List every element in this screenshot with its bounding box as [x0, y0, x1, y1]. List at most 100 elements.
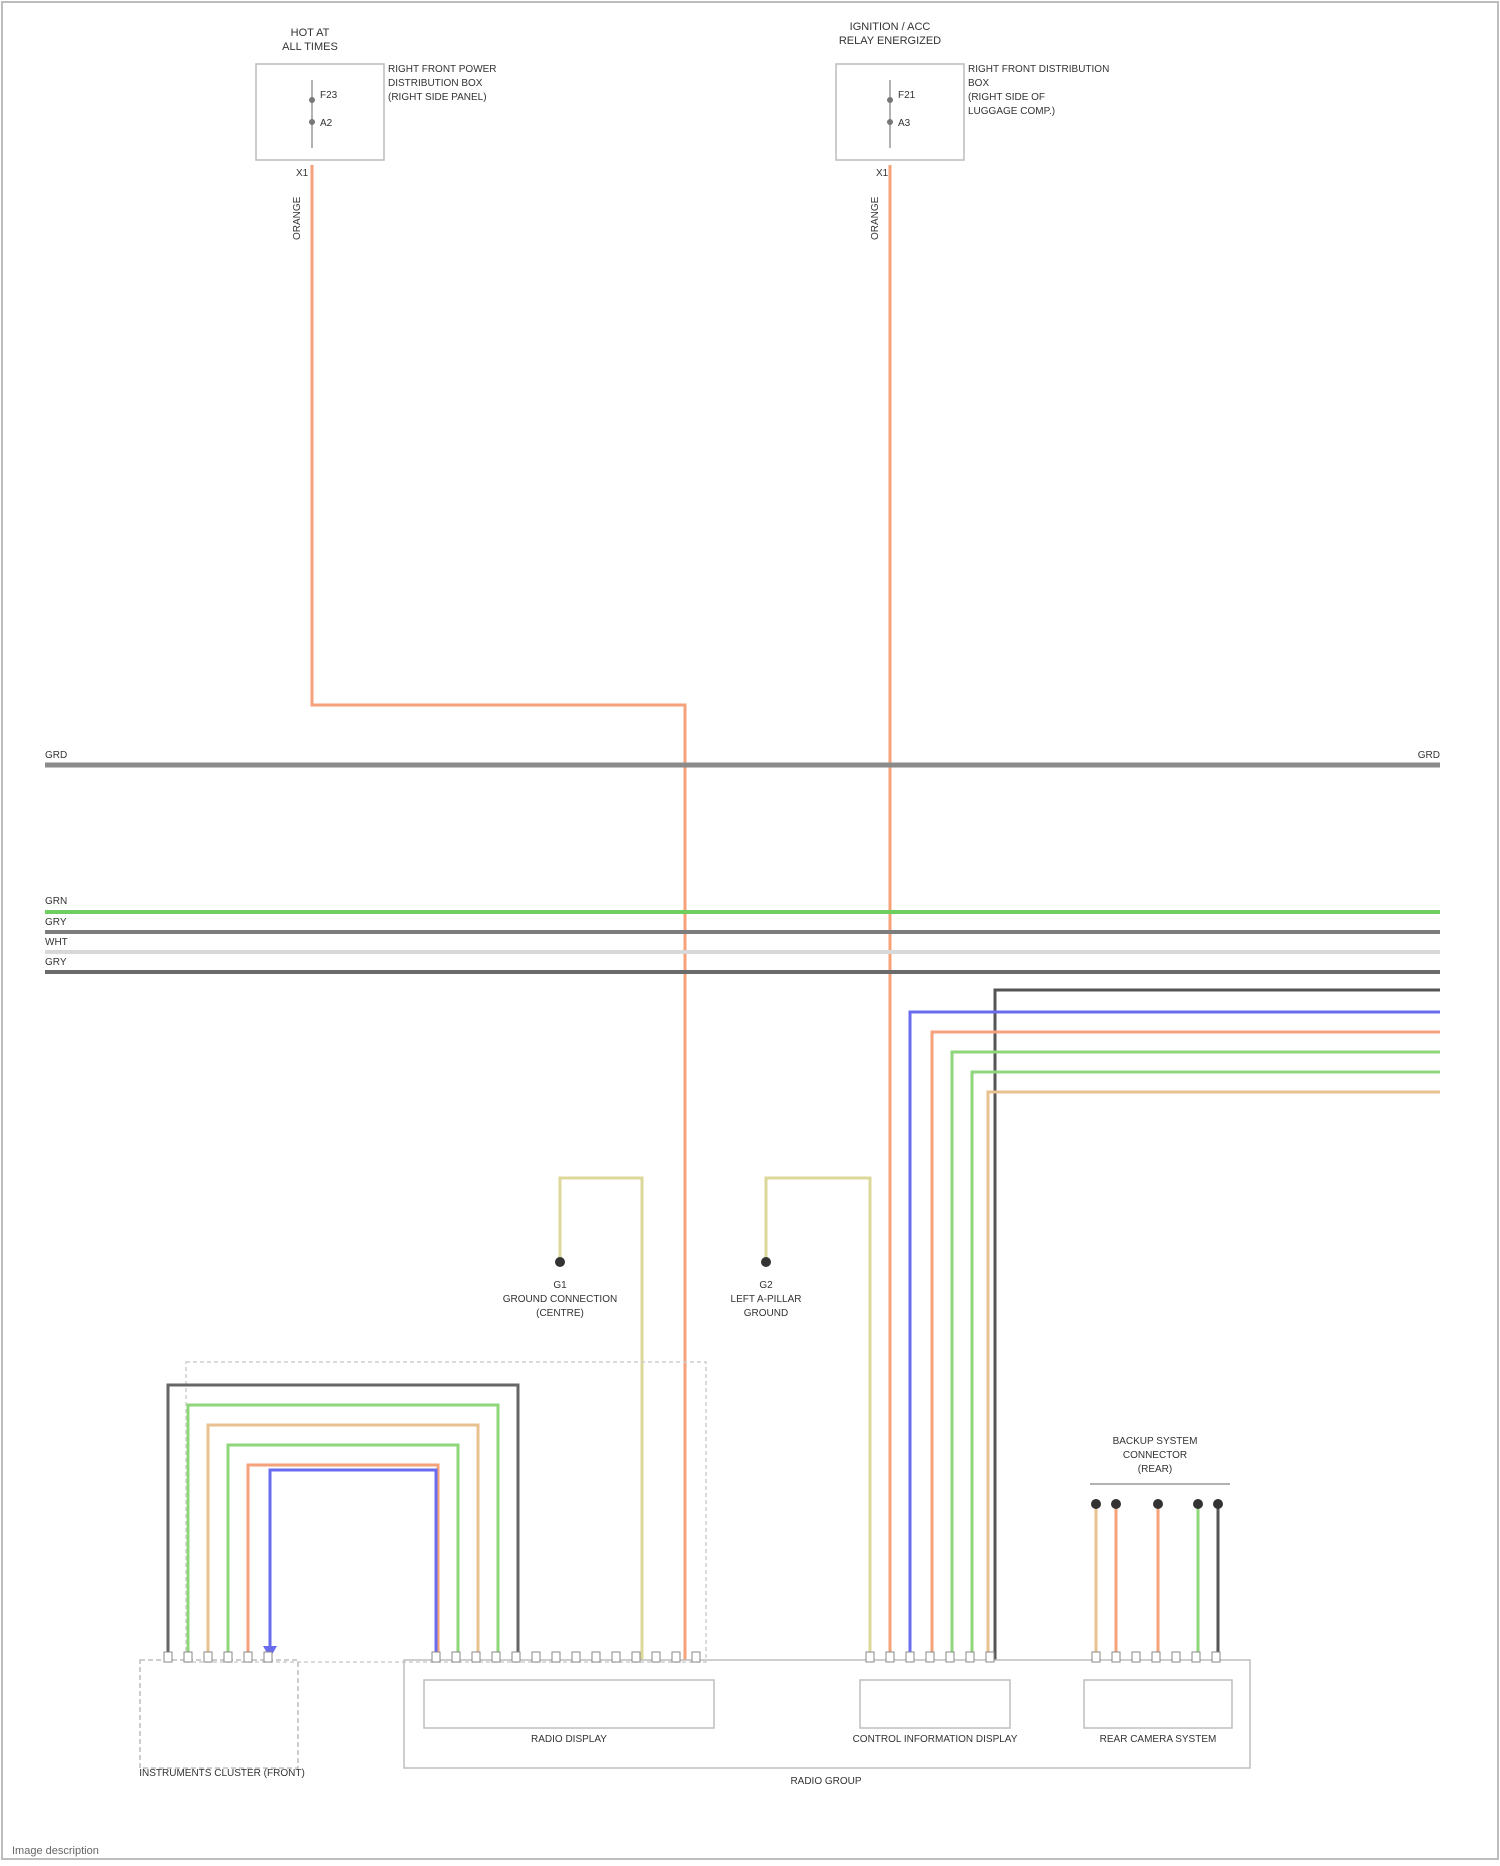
connector-pin	[1132, 1652, 1140, 1662]
bus-label-3: GRY	[45, 917, 67, 928]
instrument-cluster-box	[140, 1660, 298, 1768]
control-display-label: CONTROL INFORMATION DISPLAY	[853, 1734, 1018, 1745]
connector-pin	[866, 1652, 874, 1662]
ground-wire-1	[560, 1178, 642, 1660]
fuse-block-2: IGNITION / ACC RELAY ENERGIZED F21 A3 RI…	[836, 21, 1109, 179]
fuse2-pin-a: X1	[876, 168, 889, 179]
signal-fanout	[910, 990, 1440, 1660]
fuse2-name: RELAY ENERGIZED	[839, 35, 941, 47]
connector-pin	[512, 1652, 520, 1662]
connector-pin	[224, 1652, 232, 1662]
rear-camera-label: REAR CAMERA SYSTEM	[1100, 1734, 1217, 1745]
ground-wire-2	[766, 1178, 870, 1660]
connector-pin	[204, 1652, 212, 1662]
fuse2-fuse-id: F21	[898, 90, 916, 101]
connector-pin	[592, 1652, 600, 1662]
connector-pin	[692, 1652, 700, 1662]
fuse2-desc-4: LUGGAGE COMP.)	[968, 106, 1055, 117]
radio-display-label: RADIO DISPLAY	[531, 1734, 607, 1745]
connector-pin	[1212, 1652, 1220, 1662]
connector-pin	[946, 1652, 954, 1662]
fuse1-top-label: HOT AT	[291, 27, 330, 39]
fuse1-sub-label: ALL TIMES	[282, 41, 338, 53]
radio-display-box	[424, 1680, 714, 1728]
ground-point-2-icon	[761, 1257, 771, 1267]
sensor-group: BACKUP SYSTEM CONNECTOR (REAR)	[1090, 1436, 1230, 1660]
rear-camera-box	[1084, 1680, 1232, 1728]
connector-pin	[886, 1652, 894, 1662]
ground2-desc-1: LEFT A-PILLAR	[731, 1294, 802, 1305]
bottom-components: INSTRUMENTS CLUSTER (FRONT) RADIO GROUP …	[139, 1652, 1250, 1787]
bus-label-2: GRN	[45, 896, 67, 907]
fanout-green-1	[952, 1052, 1440, 1660]
fuse1-pin-b: A2	[320, 118, 333, 129]
fuse2-desc-1: RIGHT FRONT DISTRIBUTION	[968, 64, 1109, 75]
fuse1-box	[256, 64, 384, 160]
bus-label-1: GRD	[45, 750, 67, 761]
wire1-label: ORANGE	[292, 196, 303, 240]
connector-pin	[532, 1652, 540, 1662]
radio-group-label: RADIO GROUP	[790, 1776, 861, 1787]
ground1-name: G1	[553, 1280, 567, 1291]
ground2-desc-2: GROUND	[744, 1308, 788, 1319]
ground1-desc-2: (CENTRE)	[536, 1308, 584, 1319]
sensor-group-label-2: CONNECTOR	[1123, 1450, 1187, 1461]
connector-pin	[612, 1652, 620, 1662]
fuse-block-1: HOT AT ALL TIMES F23 A2 RIGHT FRONT POWE…	[256, 27, 497, 179]
fanout-orange	[932, 1032, 1440, 1660]
bus-label-5: GRY	[45, 957, 67, 968]
bus-label-1-right: GRD	[1418, 750, 1440, 761]
connector-pin	[926, 1652, 934, 1662]
fuse2-pin-b: A3	[898, 118, 911, 129]
footer-caption: Image description	[12, 1845, 99, 1857]
connector-pin	[572, 1652, 580, 1662]
connector-pin	[164, 1652, 172, 1662]
fuse1-terminal-icon	[309, 97, 315, 103]
fuse1-desc-2: DISTRIBUTION BOX	[388, 78, 483, 89]
control-display-box	[860, 1680, 1010, 1728]
ground1-desc-1: GROUND CONNECTION	[503, 1294, 617, 1305]
fanout-tan	[988, 1092, 1440, 1660]
connector-pin	[906, 1652, 914, 1662]
connector-pin	[184, 1652, 192, 1662]
connector-pin	[244, 1652, 252, 1662]
fuse1-desc-3: (RIGHT SIDE PANEL)	[388, 92, 487, 103]
fuse1-fuse-id: F23	[320, 90, 338, 101]
connector-pin	[1152, 1652, 1160, 1662]
sensor-pin-icon	[1091, 1499, 1101, 1509]
connector-pin	[472, 1652, 480, 1662]
connector-pin	[264, 1652, 272, 1662]
instrument-cluster-caption: INSTRUMENTS CLUSTER (FRONT)	[139, 1768, 305, 1779]
fuse2-desc-3: (RIGHT SIDE OF	[968, 92, 1045, 103]
bus-lines: GRD GRD GRN GRY WHT GRY	[45, 750, 1440, 972]
left-harness	[168, 1362, 706, 1662]
fuse2-desc-2: BOX	[968, 78, 989, 89]
fuse1-desc-1: RIGHT FRONT POWER	[388, 64, 497, 75]
radio-group-box	[404, 1660, 1250, 1768]
connector-pin	[1112, 1652, 1120, 1662]
harness-blue	[270, 1470, 436, 1660]
connector-pin	[552, 1652, 560, 1662]
fanout-green-2	[972, 1072, 1440, 1660]
bus-label-4: WHT	[45, 937, 68, 948]
wire2-label: ORANGE	[870, 196, 881, 240]
sensor-group-label-3: (REAR)	[1138, 1464, 1172, 1475]
connector-pin	[432, 1652, 440, 1662]
connector-pin	[1092, 1652, 1100, 1662]
sensor-group-label-1: BACKUP SYSTEM	[1113, 1436, 1198, 1447]
fuse2-terminal-icon	[887, 97, 893, 103]
connector-pin	[986, 1652, 994, 1662]
ground-point-1-icon	[555, 1257, 565, 1267]
ground2-name: G2	[759, 1280, 773, 1291]
harness-outline	[186, 1362, 706, 1662]
connector-pin	[652, 1652, 660, 1662]
connector-pin	[632, 1652, 640, 1662]
connector-pin	[1192, 1652, 1200, 1662]
connector-pin	[1172, 1652, 1180, 1662]
fuse2-top-label: IGNITION / ACC	[850, 21, 931, 33]
connector-pin	[452, 1652, 460, 1662]
connector-pin	[672, 1652, 680, 1662]
connector-pin	[966, 1652, 974, 1662]
